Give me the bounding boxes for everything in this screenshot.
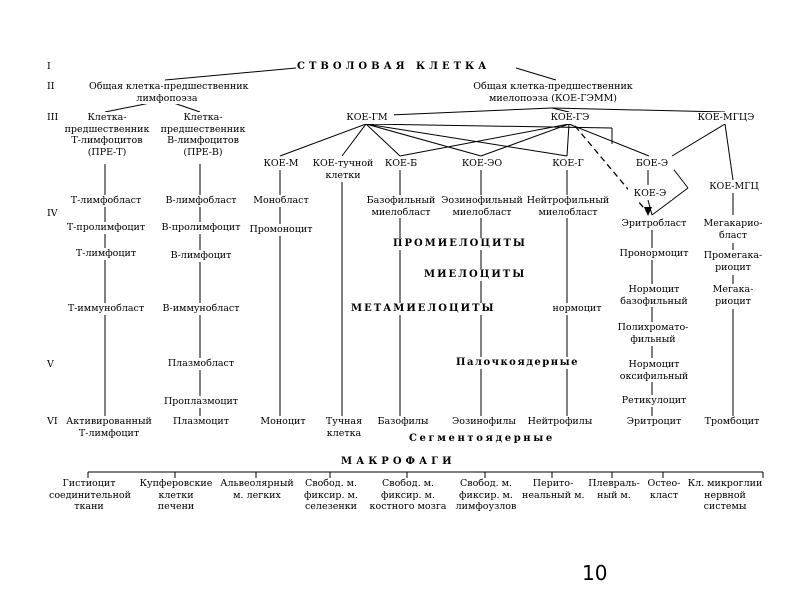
- thrombocyte: Тромбоцит: [696, 416, 768, 428]
- boe-e: БОЕ-Э: [630, 158, 674, 170]
- basophils: Базофилы: [372, 416, 434, 428]
- t-lymphoblast: Т-лимфобласт: [62, 195, 150, 207]
- t-prolymphocyte: Т-пролимфоцит: [62, 222, 150, 234]
- erythroblast: Эритробласт: [616, 218, 692, 230]
- macrophage-osteoclast: Остео-класт: [642, 478, 686, 501]
- koe-m: КОЕ-М: [258, 158, 304, 170]
- normocyte-label: нормоцит: [550, 303, 604, 315]
- eosinophils: Эозинофилы: [446, 416, 522, 428]
- reticulocyte: Ретикулоцит: [614, 395, 694, 407]
- promegakaryocyte: Промегака-риоцит: [696, 250, 770, 273]
- koe-ge: КОЕ-ГЭ: [544, 112, 596, 124]
- b-prolymphocyte: В-пролимфоцит: [158, 222, 244, 234]
- b-lymphoblast: В-лимфобласт: [158, 195, 244, 207]
- stem-cell: СТВОЛОВАЯ КЛЕТКА: [296, 61, 492, 73]
- b-immunoblast: В-иммунобласт: [158, 303, 244, 315]
- plasmocyte: Плазмоцит: [164, 416, 238, 428]
- koe-mgc: КОЕ-МГЦ: [702, 181, 766, 193]
- macrophage-spleen: Свобод. м.фиксир. м.селезенки: [298, 478, 364, 513]
- koe-mgce: КОЕ-МГЦЭ: [692, 112, 760, 124]
- pronormocyte: Пронормоцит: [614, 248, 694, 260]
- band-cells: Палочкоядерные: [455, 357, 580, 369]
- plasmoblast: Плазмобласт: [158, 358, 244, 370]
- level-2: II: [47, 81, 55, 92]
- polychromatophilic: Полихромато-фильный: [612, 322, 694, 345]
- koe-eo: КОЕ-ЭО: [456, 158, 508, 170]
- macrophages-title: МАКРОФАГИ: [340, 456, 457, 468]
- arrowhead-icon: [644, 207, 652, 216]
- b-lymphocyte: В-лимфоцит: [158, 250, 244, 262]
- promyelocytes: ПРОМИЕЛОЦИТЫ: [392, 238, 528, 250]
- level-5: V: [47, 359, 54, 370]
- level-1: I: [47, 61, 51, 72]
- erythrocyte: Эритроцит: [616, 416, 692, 428]
- koe-b: КОЕ-Б: [380, 158, 422, 170]
- koe-g: КОЕ-Г: [546, 158, 590, 170]
- megakaryoblast: Мегакарио-бласт: [696, 218, 770, 241]
- myelocytes: МИЕЛОЦИТЫ: [423, 269, 528, 281]
- level-3: III: [47, 112, 59, 123]
- monoblast: Монобласт: [246, 195, 316, 207]
- level-6: VI: [47, 416, 58, 427]
- megakaryocyte: Мегака-риоцит: [696, 284, 770, 307]
- koe-gm: КОЕ-ГМ: [340, 112, 394, 124]
- proplasmocyte: Проплазмоцит: [158, 396, 244, 408]
- macrophage-lymph-nodes: Свобод. м.фиксир. м.лимфоузлов: [452, 478, 520, 513]
- metamyelocytes: МЕТАМИЕЛОЦИТЫ: [350, 303, 497, 315]
- segmented-cells: Сегментоядерные: [408, 433, 556, 445]
- macrophage-peritoneal: Перито-неальный м.: [521, 478, 585, 501]
- t-immunoblast: Т-иммунобласт: [62, 303, 150, 315]
- t-lymphocyte: Т-лимфоцит: [62, 248, 150, 260]
- monocyte: Моноцит: [254, 416, 312, 428]
- macrophage-pleural: Плевраль-ный м.: [585, 478, 643, 501]
- page-number: 10: [582, 561, 608, 585]
- koe-e: КОЕ-Э: [628, 188, 672, 200]
- promonocyte: Промоноцит: [244, 224, 318, 236]
- level-4: IV: [47, 208, 58, 219]
- neutrophils: Нейтрофилы: [520, 416, 600, 428]
- macrophage-bone-marrow: Свобод. м.фиксир. м.костного мозга: [365, 478, 451, 513]
